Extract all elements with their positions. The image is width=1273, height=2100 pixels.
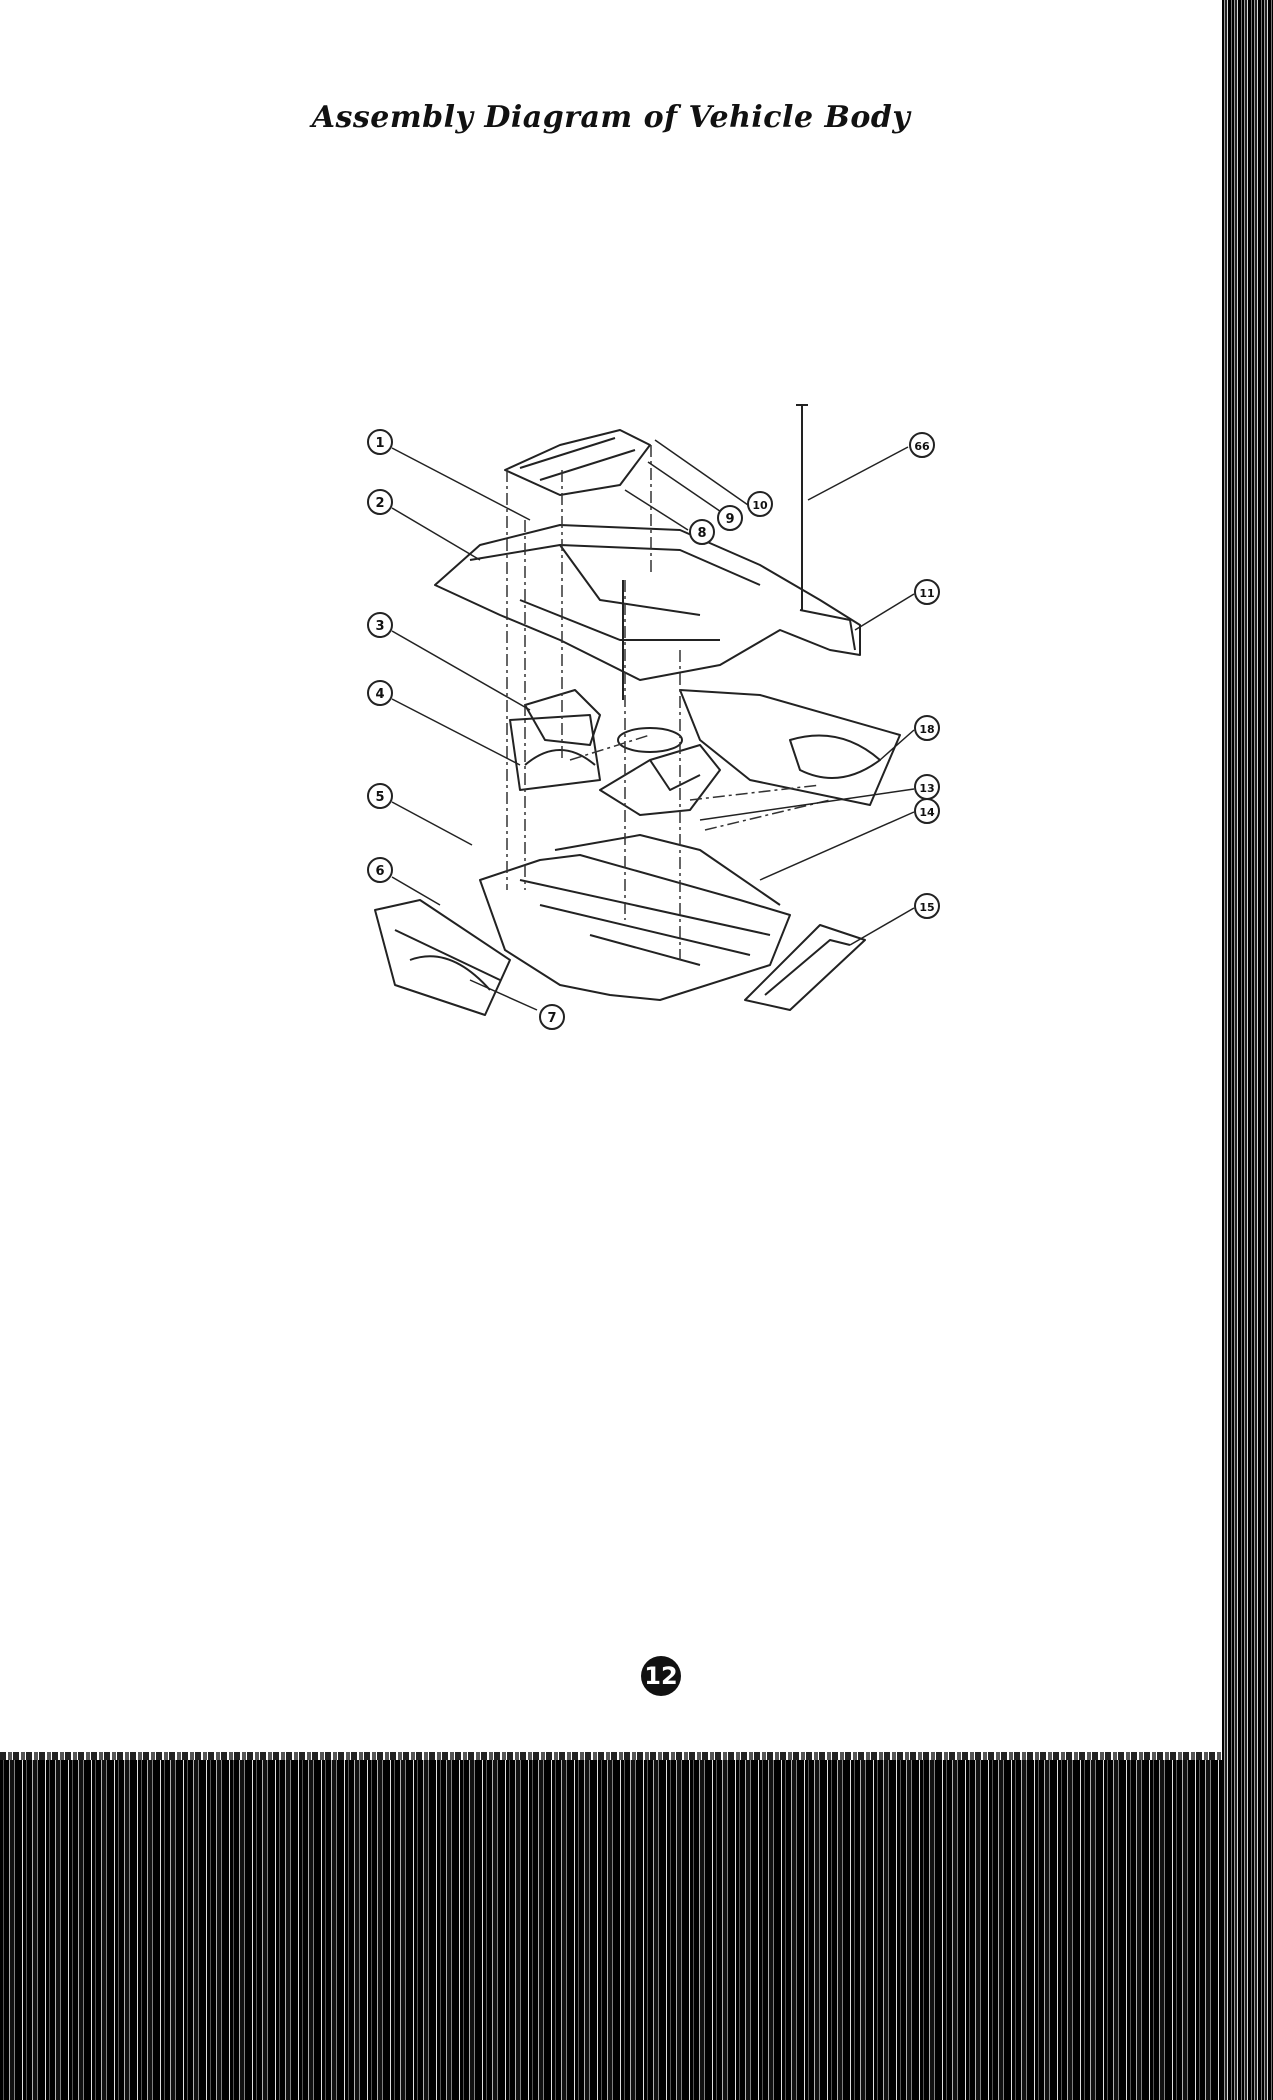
- part-left-outer-panel: [374, 899, 511, 1016]
- callout-1: 1: [375, 436, 384, 451]
- scan-artifact-edge: [0, 1752, 1222, 1760]
- callout-15: 15: [919, 901, 934, 914]
- part-left-fender: [524, 689, 601, 746]
- callout-8: 8: [697, 526, 706, 541]
- part-seat: [599, 744, 721, 816]
- callout-7: 7: [547, 1011, 556, 1026]
- callout-4: 4: [375, 687, 384, 702]
- part-body-shell: [434, 524, 861, 681]
- callout-18: 18: [919, 723, 934, 736]
- callout-5: 5: [375, 790, 384, 805]
- callout-6: 6: [375, 864, 384, 879]
- page-title: Assembly Diagram of Vehicle Body: [311, 100, 911, 135]
- page-number: 12: [641, 1656, 681, 1696]
- callout-13: 13: [919, 782, 934, 795]
- part-steering-wheel: [617, 727, 683, 753]
- scan-artifact-bottom: [0, 1760, 1273, 2100]
- part-top-spoiler: [504, 429, 651, 496]
- part-left-side-panel: [509, 714, 601, 791]
- scan-artifact-right: [1222, 0, 1273, 2100]
- callout-9: 9: [725, 512, 734, 527]
- callout-14: 14: [919, 806, 935, 819]
- part-rear-frame: [744, 924, 866, 1011]
- part-chassis-floor: [479, 854, 791, 1001]
- part-right-side-panel: [679, 689, 901, 806]
- callout-11: 11: [919, 587, 934, 600]
- callout-2: 2: [375, 496, 384, 511]
- callout-66: 66: [914, 440, 930, 453]
- callout-10: 10: [752, 499, 768, 512]
- callout-3: 3: [375, 619, 384, 634]
